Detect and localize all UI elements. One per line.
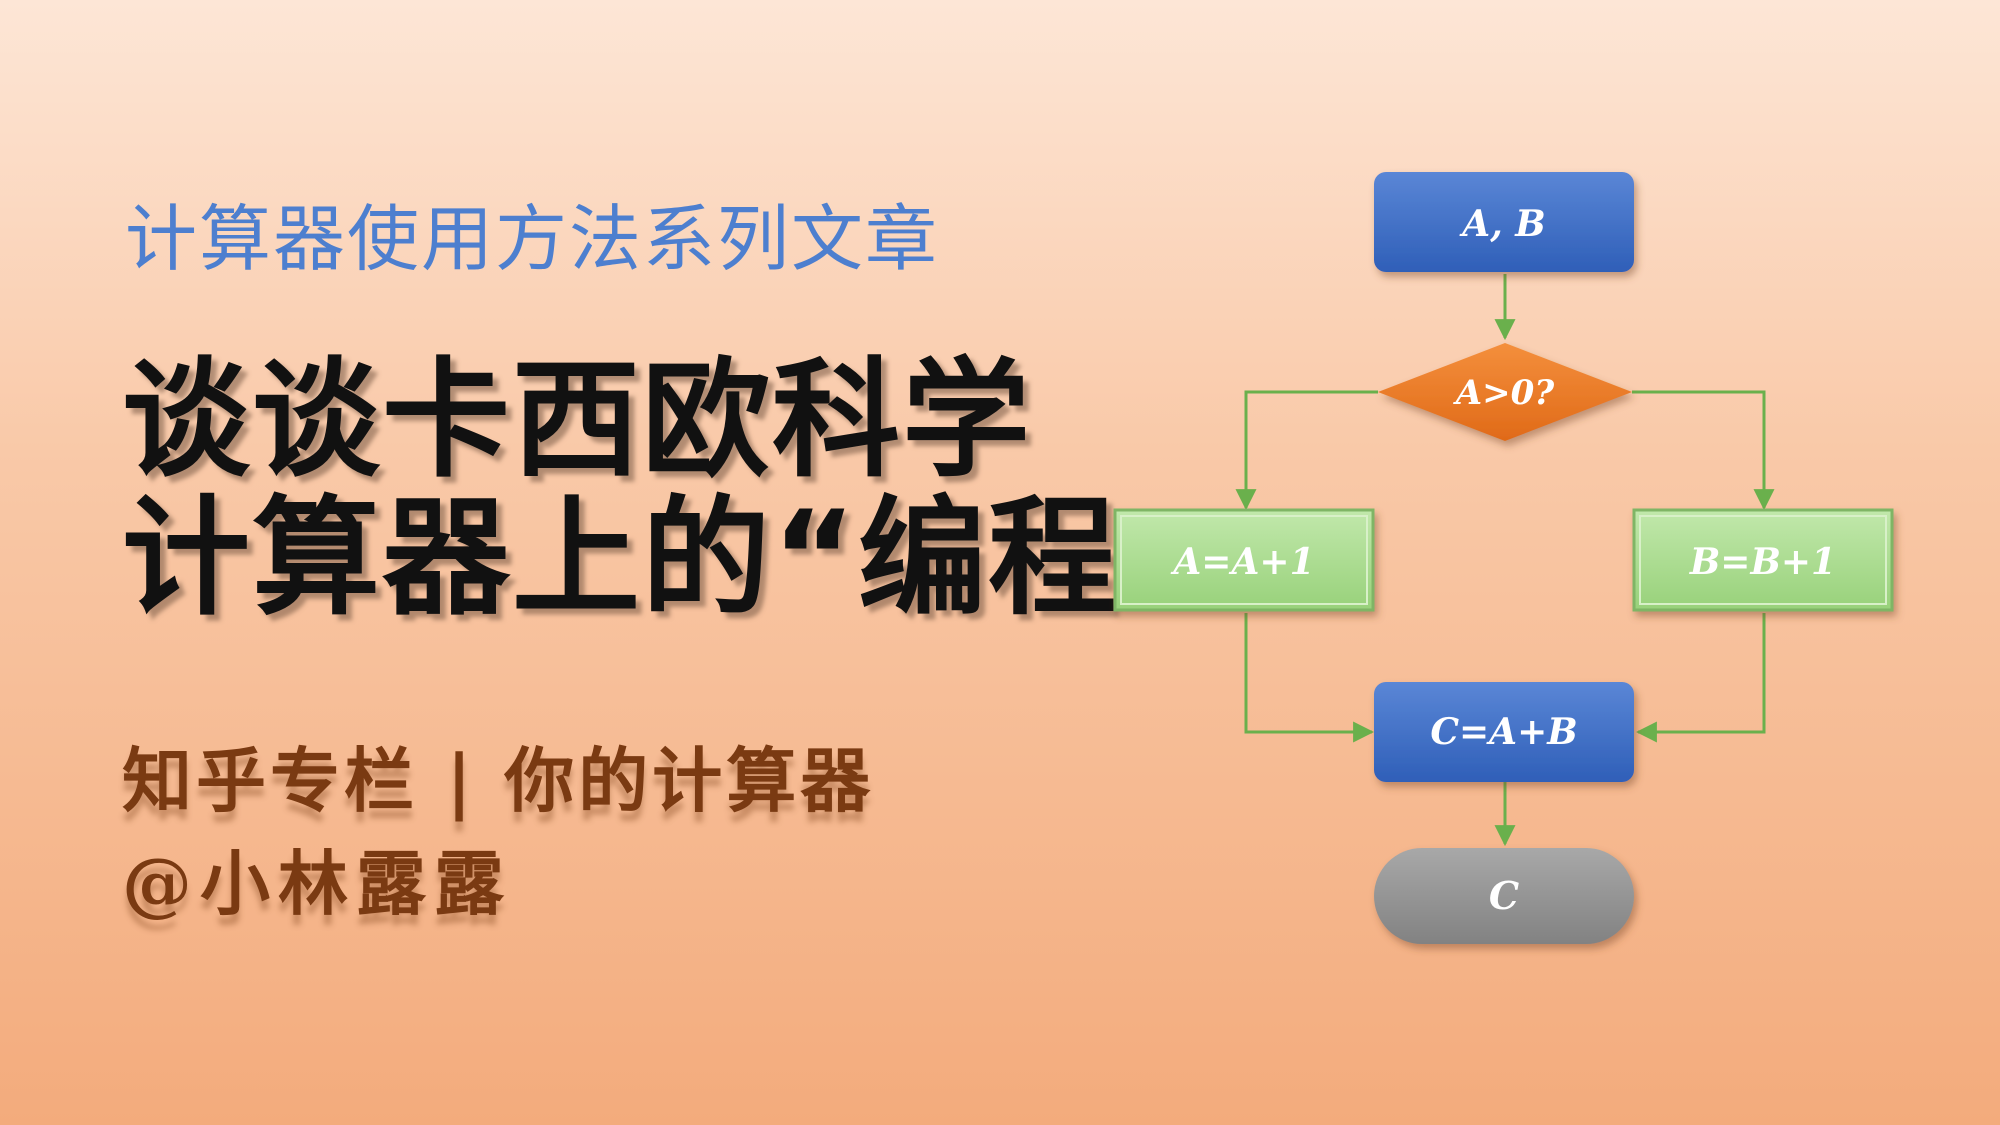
flowchart-node-output: C bbox=[1374, 848, 1634, 944]
flowchart-node-decision: A>0? bbox=[1378, 343, 1632, 441]
flowchart-node-input: A, B bbox=[1374, 172, 1634, 272]
flowchart-node-right-process: B=B+1 bbox=[1632, 508, 1894, 612]
author-handle: @小林露露 bbox=[122, 842, 512, 925]
node-left-process-label: A=A+1 bbox=[1170, 541, 1314, 583]
page-title-line-2: 计算器上的“编程” bbox=[122, 484, 1205, 633]
node-input-label: A, B bbox=[1459, 203, 1545, 245]
flowchart-node-left-process: A=A+1 bbox=[1113, 508, 1375, 612]
node-compute-label: C=A+B bbox=[1430, 711, 1577, 753]
page-title-line-1: 谈谈卡西欧科学 bbox=[122, 346, 1033, 495]
connector-decision-to-left bbox=[1235, 390, 1378, 511]
connector-lines bbox=[1235, 274, 1775, 847]
node-output-label: C bbox=[1489, 873, 1519, 918]
connector-right-to-compute bbox=[1635, 613, 1766, 743]
connector-left-to-compute bbox=[1244, 613, 1375, 743]
series-title: 计算器使用方法系列文章 bbox=[125, 197, 940, 281]
connector-decision-to-right bbox=[1632, 390, 1775, 511]
node-right-process-label: B=B+1 bbox=[1689, 541, 1836, 583]
node-decision-label: A>0? bbox=[1453, 373, 1556, 413]
flowchart-node-compute: C=A+B bbox=[1374, 682, 1634, 782]
column-credit: 知乎专栏 | 你的计算器 bbox=[122, 739, 875, 822]
